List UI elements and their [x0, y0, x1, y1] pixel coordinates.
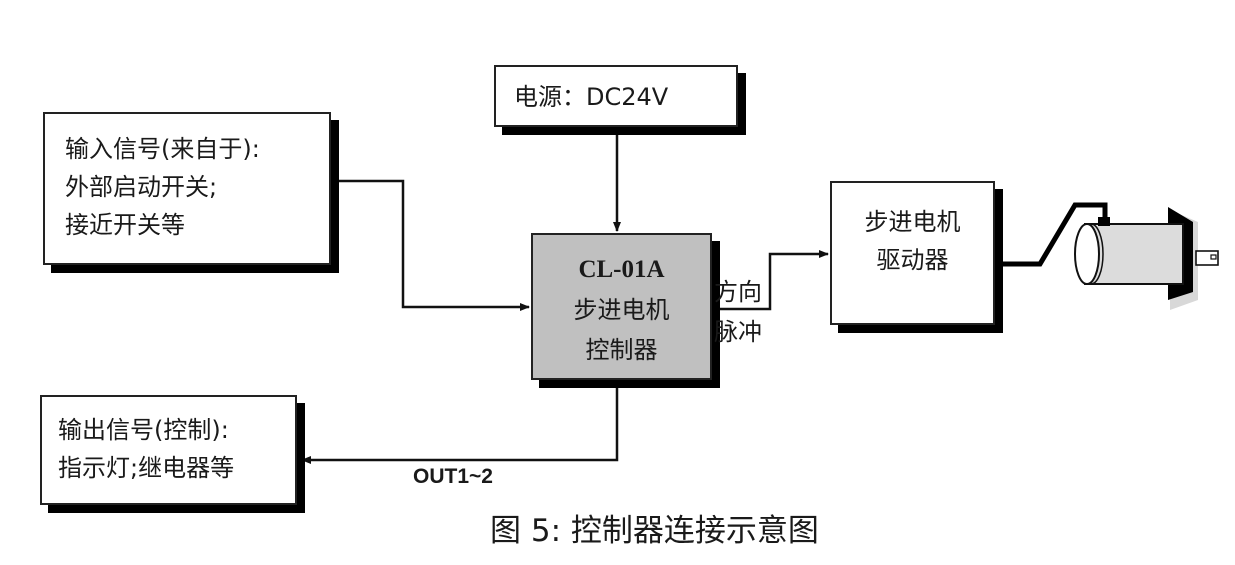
controller-to-driver-arrow — [712, 250, 829, 311]
input-signal-line-3: 接近开关等 — [65, 211, 185, 239]
output-connection-label: OUT1~2 — [413, 465, 493, 488]
figure-caption: 图 5: 控制器连接示意图 — [490, 513, 819, 549]
input-signal-line-1: 输入信号(来自于): — [65, 135, 260, 163]
input-signal-box: 输入信号(来自于): 外部启动开关; 接近开关等 — [43, 112, 331, 265]
input-signal-line-2: 外部启动开关; — [65, 173, 218, 201]
stepper-motor-icon — [1074, 207, 1219, 310]
pulse-label: 脉冲 — [714, 318, 762, 346]
driver-to-motor-cable — [1003, 202, 1108, 267]
power-supply-box: 电源：DC24V — [494, 65, 738, 127]
motor-shaft-key — [1210, 254, 1217, 260]
power-supply-label: 电源：DC24V — [514, 83, 669, 111]
output-signal-line-2: 指示灯;继电器等 — [58, 454, 235, 482]
controller-to-output-arrow — [301, 388, 619, 464]
controller-line-2: 控制器 — [585, 336, 658, 364]
output-signal-box: 输出信号(控制): 指示灯;继电器等 — [40, 395, 297, 505]
driver-line-2: 驱动器 — [876, 246, 949, 274]
motor-end-rim — [1090, 223, 1104, 285]
controller-line-1: 步进电机 — [573, 296, 670, 324]
controller-model: CL-01A — [578, 256, 665, 283]
motor-connector — [1098, 217, 1110, 226]
controller-box: CL-01A 步进电机 控制器 — [531, 233, 712, 380]
output-signal-line-1: 输出信号(控制): — [58, 416, 229, 444]
motor-body — [1084, 223, 1184, 285]
direction-label: 方向 — [714, 278, 762, 306]
input-to-controller-arrow — [331, 179, 530, 311]
motor-end-cap — [1074, 223, 1100, 285]
driver-box: 步进电机 驱动器 — [830, 181, 995, 325]
driver-line-1: 步进电机 — [864, 208, 961, 236]
